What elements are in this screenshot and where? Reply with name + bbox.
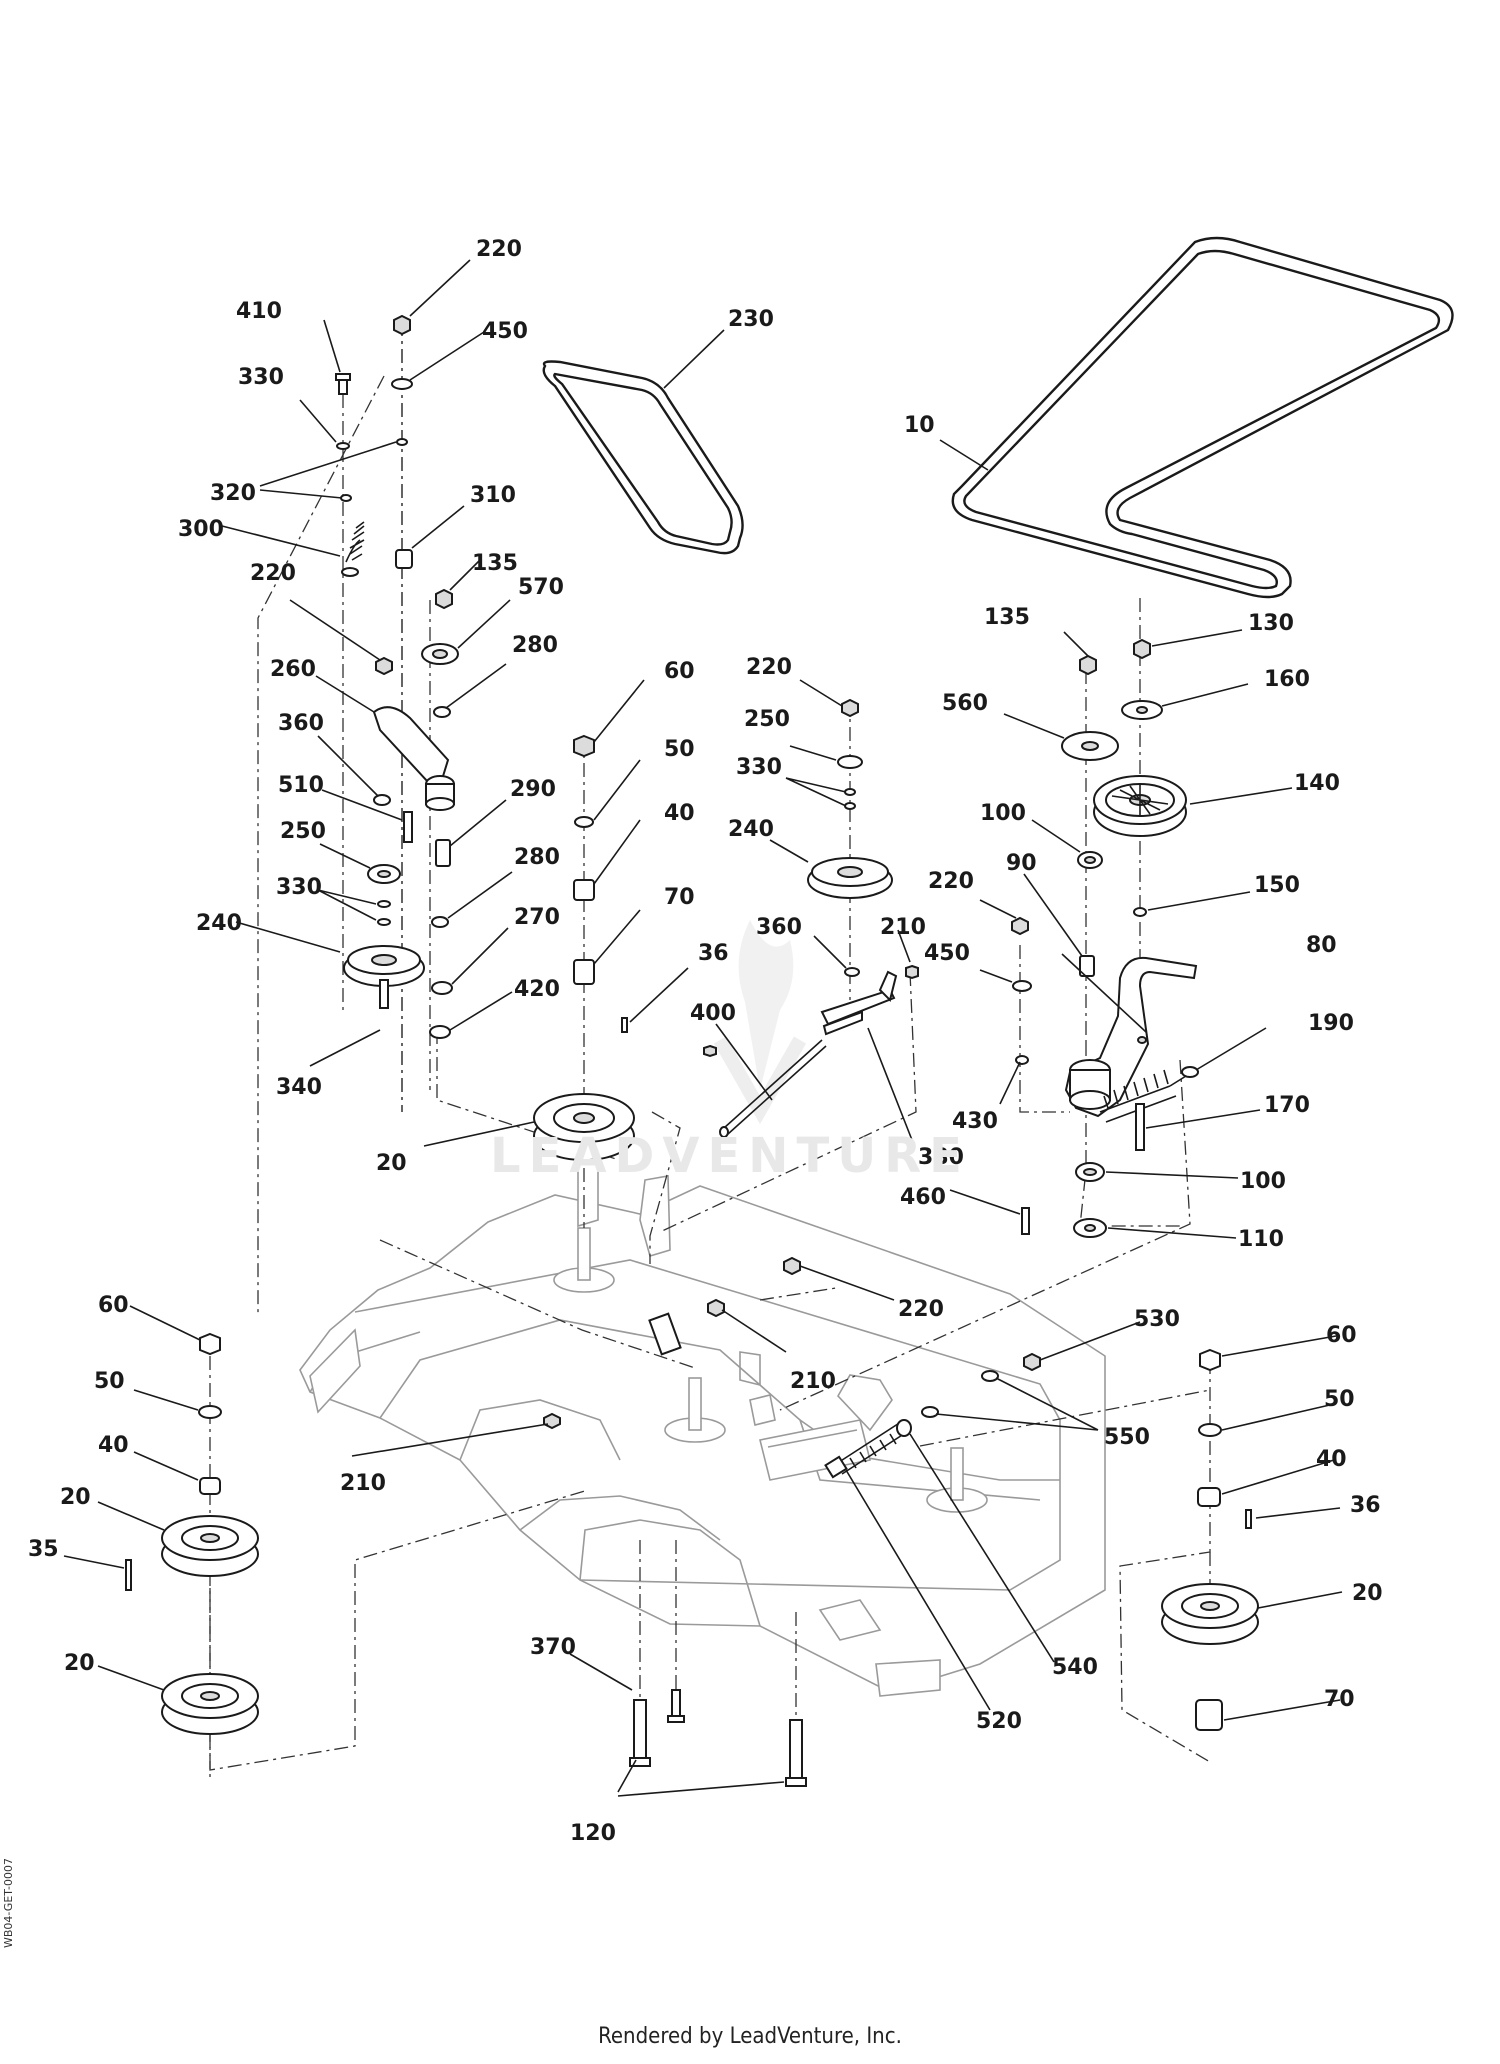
label-420: 420 (514, 977, 560, 1002)
label-220: 220 (250, 561, 296, 586)
label-520: 520 (976, 1709, 1022, 1734)
bottom-bolts (629, 1689, 807, 1787)
part-number-labels: 220 410 450 330 320 300 310 230 10 135 5… (28, 237, 1383, 1846)
label-10: 10 (904, 413, 935, 438)
label-220: 220 (476, 237, 522, 262)
label-260: 260 (270, 657, 316, 682)
label-280: 280 (514, 845, 560, 870)
label-100: 100 (1240, 1169, 1286, 1194)
label-370: 370 (530, 1635, 576, 1660)
idler-assembly-right (1011, 638, 1199, 1238)
label-360: 360 (756, 915, 802, 940)
label-135: 135 (984, 605, 1030, 630)
label-560: 560 (942, 691, 988, 716)
label-550: 550 (1104, 1425, 1150, 1450)
label-250: 250 (280, 819, 326, 844)
label-120: 120 (570, 1821, 616, 1846)
rendered-by-footer: Rendered by LeadVenture, Inc. (598, 2024, 902, 2049)
label-340: 340 (276, 1075, 322, 1100)
label-570: 570 (518, 575, 564, 600)
left-spindle-stack (125, 1332, 259, 1735)
label-20: 20 (60, 1485, 91, 1510)
label-40: 40 (664, 801, 695, 826)
label-135: 135 (472, 551, 518, 576)
label-36: 36 (698, 941, 729, 966)
label-60: 60 (98, 1293, 129, 1318)
label-50: 50 (664, 737, 695, 762)
label-50: 50 (94, 1369, 125, 1394)
label-400: 400 (690, 1001, 736, 1026)
label-70: 70 (664, 885, 695, 910)
label-240: 240 (728, 817, 774, 842)
label-410: 410 (236, 299, 282, 324)
label-380: 380 (918, 1145, 964, 1170)
label-530: 530 (1134, 1307, 1180, 1332)
label-250: 250 (744, 707, 790, 732)
label-60: 60 (664, 659, 695, 684)
label-280: 280 (512, 633, 558, 658)
label-450: 450 (924, 941, 970, 966)
right-spindle-stack (1161, 1348, 1259, 1731)
label-160: 160 (1264, 667, 1310, 692)
label-80: 80 (1306, 933, 1337, 958)
label-35: 35 (28, 1537, 59, 1562)
label-190: 190 (1308, 1011, 1354, 1036)
label-290: 290 (510, 777, 556, 802)
label-330: 330 (238, 365, 284, 390)
center-spindle-stack (573, 698, 919, 1138)
label-310: 310 (470, 483, 516, 508)
label-330: 330 (276, 875, 322, 900)
deck-mount-hardware (543, 1044, 1041, 1479)
label-430: 430 (952, 1109, 998, 1134)
drawing-code: WB04-GET-0007 (2, 1858, 15, 1948)
label-36: 36 (1350, 1493, 1381, 1518)
label-270: 270 (514, 905, 560, 930)
label-40: 40 (98, 1433, 129, 1458)
label-150: 150 (1254, 873, 1300, 898)
label-40: 40 (1316, 1447, 1347, 1472)
label-110: 110 (1238, 1227, 1284, 1252)
label-210: 210 (880, 915, 926, 940)
label-90: 90 (1006, 851, 1037, 876)
label-50: 50 (1324, 1387, 1355, 1412)
label-330: 330 (736, 755, 782, 780)
label-210: 210 (340, 1471, 386, 1496)
label-20: 20 (376, 1151, 407, 1176)
label-450: 450 (482, 319, 528, 344)
leadventure-watermark-logo (713, 920, 807, 1125)
label-170: 170 (1264, 1093, 1310, 1118)
belt-230 (542, 360, 744, 555)
label-140: 140 (1294, 771, 1340, 796)
belt-10 (951, 236, 1454, 599)
label-300: 300 (178, 517, 224, 542)
label-20: 20 (64, 1651, 95, 1676)
idler-arm-assembly-left (335, 314, 635, 1161)
label-320: 320 (210, 481, 256, 506)
label-220: 220 (746, 655, 792, 680)
label-70: 70 (1324, 1687, 1355, 1712)
label-100: 100 (980, 801, 1026, 826)
label-210: 210 (790, 1369, 836, 1394)
label-60: 60 (1326, 1323, 1357, 1348)
label-540: 540 (1052, 1655, 1098, 1680)
label-130: 130 (1248, 611, 1294, 636)
label-220: 220 (928, 869, 974, 894)
label-220: 220 (898, 1297, 944, 1322)
label-240: 240 (196, 911, 242, 936)
label-510: 510 (278, 773, 324, 798)
label-360: 360 (278, 711, 324, 736)
label-230: 230 (728, 307, 774, 332)
label-460: 460 (900, 1185, 946, 1210)
leader-lines (63, 259, 1343, 1797)
watermark-text: LEADVENTURE (490, 1128, 970, 1184)
label-20: 20 (1352, 1581, 1383, 1606)
